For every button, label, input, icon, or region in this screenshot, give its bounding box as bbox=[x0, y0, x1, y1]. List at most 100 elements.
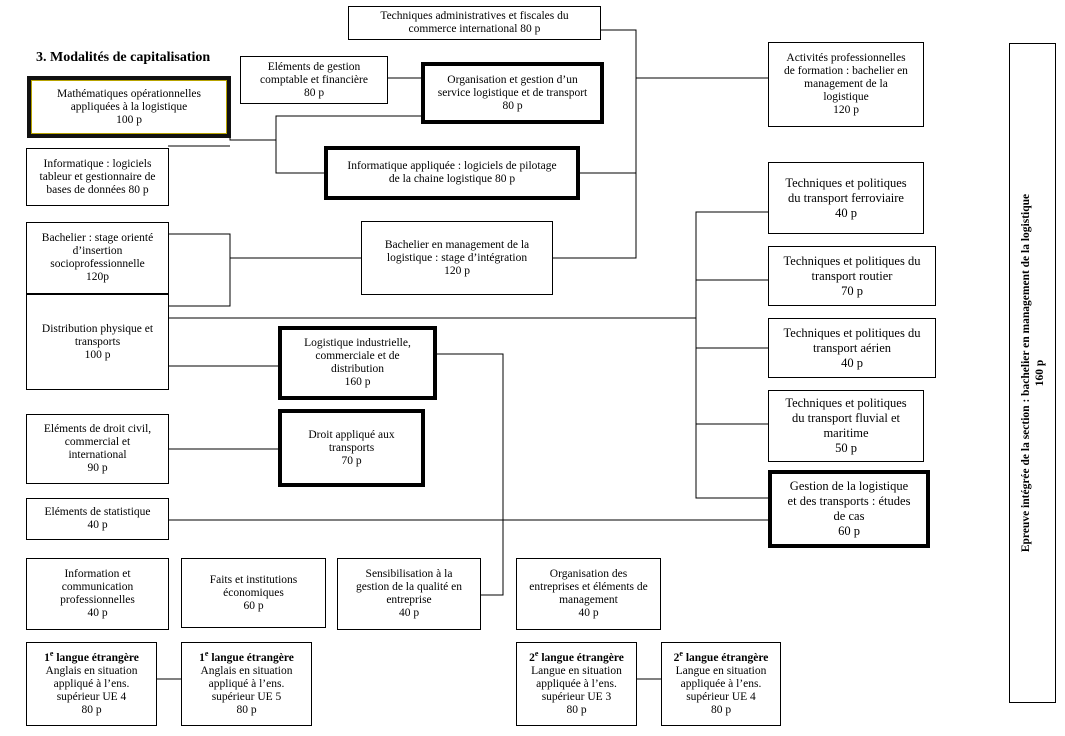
box-line: 100 p bbox=[116, 113, 142, 126]
box-line: du transport ferroviaire bbox=[788, 190, 904, 205]
language-title: 2e langue étrangère bbox=[529, 649, 624, 665]
language-title: 2e langue étrangère bbox=[674, 649, 769, 665]
box-informatique-appliquee: Informatique appliquée : logiciels de pi… bbox=[324, 146, 580, 200]
box-line: 80 p bbox=[566, 703, 587, 716]
box-line: 40 p bbox=[87, 607, 108, 619]
box-line: transports bbox=[74, 335, 121, 348]
language-number: 2 bbox=[529, 651, 535, 664]
box-line: Bachelier : stage orienté bbox=[41, 232, 154, 244]
box-line: Organisation et gestion d’un bbox=[447, 73, 578, 86]
box-line: 160 p bbox=[344, 376, 371, 388]
box-line: de formation : bachelier en bbox=[784, 65, 908, 77]
box-line: 80 p bbox=[81, 703, 102, 716]
box-line: distribution bbox=[330, 363, 385, 375]
box-line: de cas bbox=[833, 509, 865, 523]
epreuve-points: 160 p bbox=[1033, 359, 1046, 387]
box-line: Anglais en situation bbox=[200, 664, 293, 677]
box-line: 80 p bbox=[303, 86, 325, 99]
box-line: Organisation des bbox=[549, 568, 628, 580]
box-line: 120 p bbox=[444, 264, 470, 277]
box-line: maritime bbox=[823, 426, 869, 440]
box-line: socioprofessionnelle bbox=[50, 258, 145, 270]
box-line: entreprises et éléments de bbox=[529, 581, 648, 593]
language-title: 1e langue étrangère bbox=[44, 648, 139, 665]
box-line: 90 p bbox=[87, 462, 108, 474]
box-line: appliquée à l’ens. bbox=[536, 677, 617, 690]
box-line: Droit appliqué aux bbox=[308, 428, 395, 441]
box-line: 70 p bbox=[341, 454, 362, 467]
box-line: 40 p bbox=[841, 355, 863, 370]
language-title: 1e langue étrangère bbox=[199, 648, 294, 665]
box-line: bases de données 80 p bbox=[46, 183, 149, 196]
box-line: 60 p bbox=[838, 524, 860, 538]
box-line: Sensibilisation à la bbox=[365, 568, 453, 580]
box-line: Techniques et politiques bbox=[785, 175, 907, 190]
box-line: Logistique industrielle, bbox=[304, 337, 411, 349]
box-line: international bbox=[68, 449, 127, 461]
box-line: comptable et financière bbox=[260, 73, 368, 86]
box-line: transport aérien bbox=[812, 340, 892, 355]
language-label: langue étrangère bbox=[682, 651, 769, 664]
epreuve-integree-box: Epreuve intégrée de la section : bacheli… bbox=[1009, 43, 1056, 703]
box-line: management bbox=[559, 594, 618, 606]
box-line: Techniques et politiques bbox=[785, 396, 907, 410]
box-line: 100 p bbox=[84, 348, 111, 361]
box-line: gestion de la qualité en bbox=[355, 581, 463, 593]
box-line: communication bbox=[61, 581, 134, 593]
box-line: transports bbox=[328, 441, 375, 454]
box-line: 40 p bbox=[87, 519, 108, 531]
box-line: supérieur UE 5 bbox=[211, 690, 282, 703]
language-ordinal: e bbox=[49, 648, 54, 658]
box-tech-admin: Techniques administratives et fiscales d… bbox=[348, 6, 601, 40]
box-line: 60 p bbox=[243, 599, 264, 612]
box-line: Distribution physique et bbox=[41, 322, 154, 335]
box-line: d’insertion bbox=[72, 245, 123, 257]
box-line: Informatique : logiciels bbox=[43, 157, 152, 170]
box-logistique-industrielle: Logistique industrielle,commerciale et d… bbox=[278, 326, 437, 400]
box-line: appliquées à la logistique bbox=[70, 100, 188, 113]
box-line: management de la bbox=[804, 78, 888, 90]
box-line: 50 p bbox=[835, 441, 857, 455]
box-line: supérieur UE 3 bbox=[541, 690, 612, 703]
section-title: 3. Modalités de capitalisation bbox=[36, 50, 211, 65]
box-line: commercial et bbox=[64, 436, 131, 448]
box-line: 40 p bbox=[578, 607, 599, 619]
box-line: 120 p bbox=[833, 104, 859, 116]
box-line: supérieur UE 4 bbox=[686, 690, 756, 703]
box-line: économiques bbox=[223, 586, 284, 599]
box-line: 80 p bbox=[710, 703, 732, 716]
box-line: service logistique et de transport bbox=[437, 86, 588, 99]
box-line: supérieur UE 4 bbox=[56, 690, 127, 703]
language-ordinal: e bbox=[204, 648, 209, 658]
box-line: logistique bbox=[823, 91, 869, 103]
box-line: professionnelles bbox=[60, 594, 135, 606]
box-line: Faits et institutions bbox=[209, 573, 298, 586]
box-line: de la chaine logistique 80 p bbox=[388, 173, 516, 185]
box-line: commerciale et de bbox=[315, 350, 400, 362]
box-line: Bachelier en management de la bbox=[384, 238, 530, 251]
box-line: Mathématiques opérationnelles bbox=[56, 87, 202, 100]
language-label: langue étrangère bbox=[538, 651, 624, 664]
box-line: tableur et gestionnaire de bbox=[39, 170, 156, 183]
box-line: appliqué à l’ens. bbox=[53, 677, 130, 690]
box-line: Eléments de statistique bbox=[44, 506, 151, 518]
box-line: Informatique appliquée : logiciels de pi… bbox=[347, 160, 557, 172]
box-line: Eléments de gestion bbox=[267, 60, 361, 73]
